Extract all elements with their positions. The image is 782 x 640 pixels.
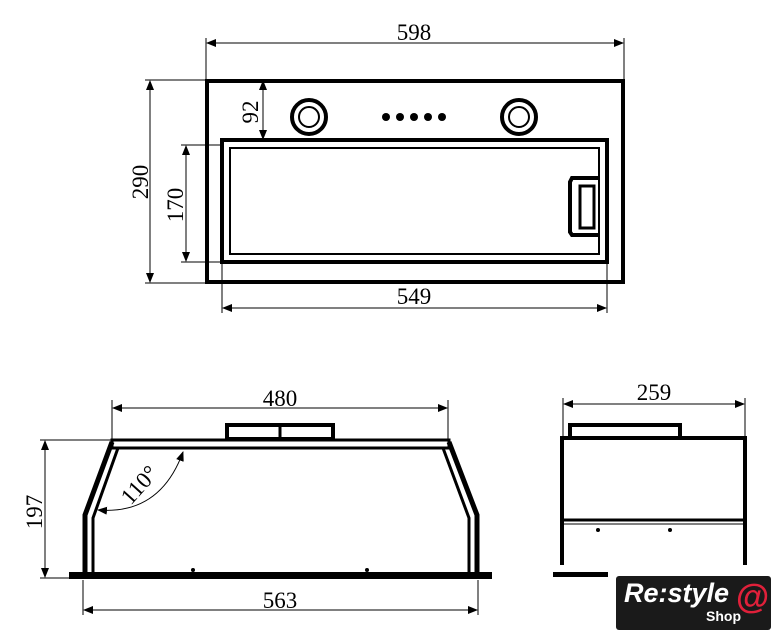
cart-at-icon: @ xyxy=(736,578,770,616)
dim-filter-depth: 170 xyxy=(163,188,188,223)
filter-panel xyxy=(220,138,609,264)
dim-control-depth: 92 xyxy=(238,101,263,124)
dim-filter-width: 549 xyxy=(397,284,432,309)
dim-side-depth: 259 xyxy=(637,380,672,405)
dim-front-base-width: 563 xyxy=(263,588,298,613)
knob-left-icon xyxy=(290,98,328,136)
front-view: 110° 480 197 563 xyxy=(22,386,492,615)
dim-angle: 110° xyxy=(116,461,163,510)
hood-outline xyxy=(205,79,625,284)
control-buttons-icon xyxy=(382,113,446,121)
logo-sub: Shop xyxy=(706,608,741,624)
dim-front-height: 197 xyxy=(22,495,47,530)
dim-front-top-width: 480 xyxy=(263,386,298,411)
filter-handle xyxy=(568,176,598,237)
logo-brand: Re:style xyxy=(624,578,730,608)
top-view: 598 92 290 170 549 xyxy=(128,20,625,313)
knob-right-icon xyxy=(500,98,538,136)
dim-top-width: 598 xyxy=(397,20,432,45)
side-view: 259 xyxy=(553,380,747,577)
base-plate xyxy=(69,572,492,579)
brand-logo: Re:style @ Shop xyxy=(616,576,771,630)
dim-top-depth: 290 xyxy=(128,165,153,200)
